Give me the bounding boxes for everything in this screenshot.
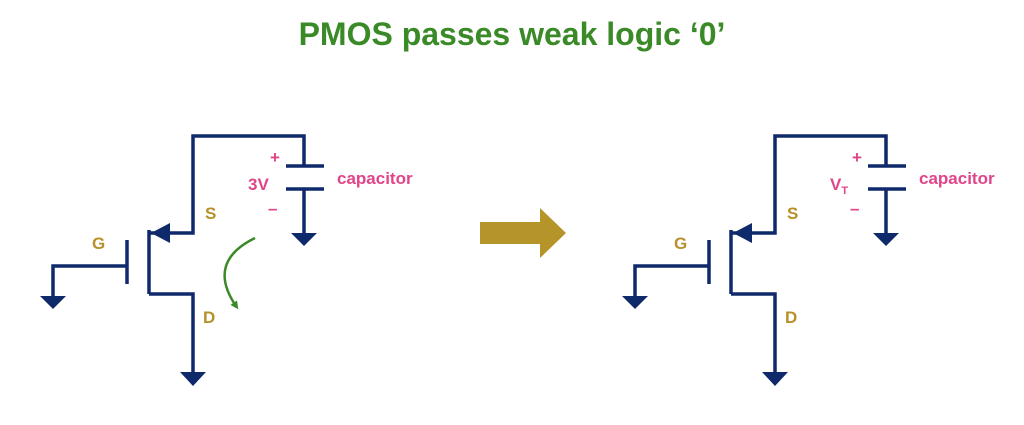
right-circuit — [622, 134, 906, 386]
page-title: PMOS passes weak logic ‘0’ — [298, 16, 726, 52]
left-discharge-arrow-icon — [223, 236, 256, 310]
left-drain-label: D — [203, 308, 215, 327]
left-cap-ground-icon — [291, 233, 317, 246]
right-drain-label: D — [785, 308, 797, 327]
right-cap-voltage: VT — [830, 175, 848, 197]
right-source-label: S — [787, 204, 798, 223]
left-cap-label: capacitor — [337, 169, 413, 188]
right-drain-wire — [731, 292, 777, 372]
left-gate-ground-icon — [40, 296, 66, 309]
right-arrow-icon — [480, 208, 566, 258]
left-circuit — [40, 134, 324, 386]
right-gate-wire — [633, 264, 709, 296]
right-cap-plus: + — [852, 148, 862, 167]
right-cap-voltage-main: V — [830, 175, 842, 194]
right-cap-ground-icon — [873, 233, 899, 246]
right-gate-label: G — [674, 234, 687, 253]
left-source-wire — [149, 134, 306, 235]
left-cap-plus: + — [270, 148, 280, 167]
right-cap-label: capacitor — [919, 169, 995, 188]
left-cap-minus: – — [268, 199, 277, 218]
left-gate-wire — [51, 264, 127, 296]
left-drain-ground-icon — [180, 372, 206, 386]
left-cap-voltage: 3V — [248, 175, 269, 194]
right-cap-voltage-sub: T — [841, 185, 848, 197]
right-gate-ground-icon — [622, 296, 648, 309]
right-source-wire — [731, 134, 888, 235]
left-drain-wire — [149, 292, 195, 372]
right-source-arrow-icon — [733, 223, 752, 243]
left-source-label: S — [205, 204, 216, 223]
right-cap-minus: – — [850, 199, 859, 218]
left-source-arrow-icon — [151, 223, 170, 243]
right-drain-ground-icon — [762, 372, 788, 386]
left-gate-label: G — [92, 234, 105, 253]
